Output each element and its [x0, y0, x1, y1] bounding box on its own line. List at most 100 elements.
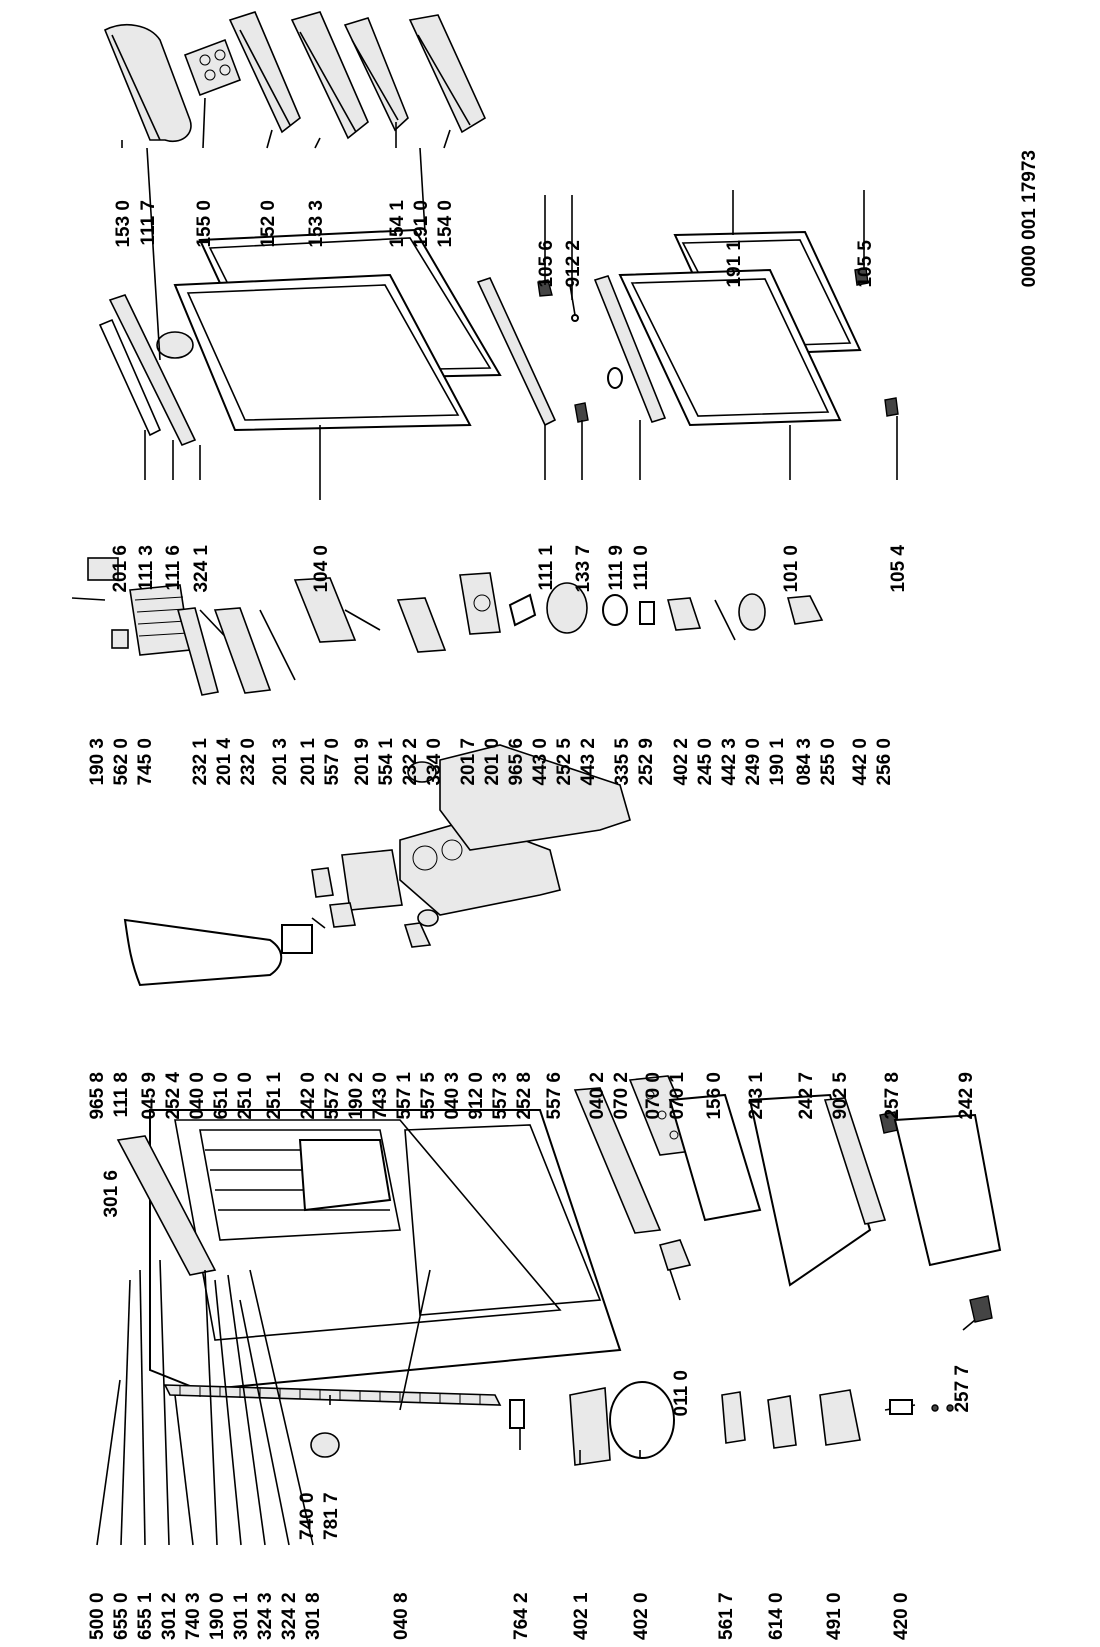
label-111-0: 111 0	[631, 545, 652, 590]
label-324-1: 324 1	[191, 545, 212, 593]
label-201-3: 201 3	[270, 738, 291, 786]
label-912-2: 912 2	[563, 240, 584, 288]
fan-cover-443-2	[546, 582, 588, 634]
door-trim-111-3	[98, 318, 162, 437]
thermostat-442-0	[786, 595, 824, 625]
label-420-0: 420 0	[891, 1592, 912, 1640]
part-764-2	[509, 1399, 525, 1429]
label-201-1: 201 1	[298, 738, 319, 786]
label-252-5: 252 5	[554, 738, 575, 786]
part-557-5	[341, 849, 403, 911]
door-shelf-152-0	[228, 11, 301, 134]
leader-lines	[121, 97, 976, 1465]
label-557-5: 557 5	[418, 1072, 439, 1120]
label-040-2: 040 2	[587, 1072, 608, 1120]
label-101-0: 101 0	[781, 545, 802, 593]
part-557-3	[403, 922, 432, 948]
label-045-9: 045 9	[139, 1072, 160, 1120]
strip-201-3	[259, 609, 296, 681]
label-190-1: 190 1	[767, 738, 788, 786]
label-334-0: 334 0	[424, 738, 445, 786]
label-111-6: 111 6	[163, 545, 184, 590]
label-655-1: 655 1	[135, 1592, 156, 1640]
label-242-9: 242 9	[956, 1072, 977, 1120]
cover-402-1	[569, 1387, 611, 1466]
label-190-0: 190 0	[207, 1592, 228, 1640]
label-335-5: 335 5	[612, 738, 633, 786]
label-191-1: 191 1	[724, 240, 745, 288]
label-201-6: 201 6	[110, 545, 131, 593]
shelf-232-1	[176, 607, 220, 696]
label-743-0: 743 0	[370, 1072, 391, 1120]
label-651-0: 651 0	[211, 1072, 232, 1120]
label-105-4: 105 4	[888, 545, 909, 593]
label-557-0: 557 0	[322, 738, 343, 786]
label-740-3: 740 3	[183, 1592, 204, 1640]
part-190-3	[71, 597, 106, 601]
label-040-0: 040 0	[187, 1072, 208, 1120]
shelf-232-0	[213, 607, 272, 694]
part-242-0	[281, 924, 313, 954]
label-301-1: 301 1	[231, 1592, 252, 1640]
label-443-0: 443 0	[530, 738, 551, 786]
label-764-2: 764 2	[511, 1592, 532, 1640]
door-strip-111-1	[476, 277, 557, 427]
relay-561-7	[721, 1391, 746, 1444]
label-252-4: 252 4	[163, 1072, 184, 1120]
drawer-242-9	[893, 1113, 1002, 1267]
roller-257-7	[969, 1295, 993, 1323]
label-232-1: 232 1	[190, 738, 211, 786]
part-335-5	[602, 594, 628, 626]
panel-201-0	[459, 572, 501, 635]
cover-491-0	[819, 1389, 861, 1446]
cover-252-5	[439, 744, 631, 851]
label-402-1: 402 1	[571, 1592, 592, 1640]
label-301-8: 301 8	[303, 1592, 324, 1640]
hinge-105-5	[854, 267, 869, 286]
screws	[931, 1404, 954, 1412]
label-252-9: 252 9	[636, 738, 657, 786]
drawing-number: 0000 001 17973	[1019, 150, 1040, 287]
label-154-1: 154 1	[387, 200, 408, 248]
label-242-7: 242 7	[796, 1072, 817, 1120]
label-040-3: 040 3	[442, 1072, 463, 1120]
label-243-1: 243 1	[746, 1072, 767, 1120]
label-070-2: 070 2	[611, 1072, 632, 1120]
label-155-0: 155 0	[194, 200, 215, 248]
label-561-7: 561 7	[716, 1592, 737, 1640]
label-153-0: 153 0	[113, 200, 134, 248]
label-084-3: 084 3	[794, 738, 815, 786]
label-245-0: 245 0	[695, 738, 716, 786]
hinge-105-4	[884, 397, 899, 417]
label-111-7: 111 7	[138, 200, 159, 245]
capacitor-420-0	[884, 1399, 916, 1415]
label-324-3: 324 3	[255, 1592, 276, 1640]
cover-111-9	[607, 367, 623, 389]
part-402-2	[639, 601, 655, 625]
label-104-0: 104 0	[311, 545, 332, 593]
cabinet	[149, 1109, 622, 1392]
part-334-0	[407, 761, 437, 783]
label-111-8: 111 8	[111, 1072, 132, 1117]
label-251-1: 251 1	[264, 1072, 285, 1120]
label-443-2: 443 2	[578, 738, 599, 786]
label-442-0: 442 0	[850, 738, 871, 786]
door-trim-111-6	[108, 294, 197, 447]
label-965-6: 965 6	[506, 738, 527, 786]
label-301-6: 301 6	[101, 1170, 122, 1218]
door-101-0	[618, 268, 842, 427]
shelf-070-0	[573, 1087, 662, 1234]
label-133-7: 133 7	[573, 545, 594, 593]
egg-tray-155-0	[183, 38, 242, 97]
label-232-0: 232 0	[238, 738, 259, 786]
badge-111-7	[156, 331, 194, 359]
label-256-0: 256 0	[874, 738, 895, 786]
label-442-3: 442 3	[719, 738, 740, 786]
label-153-3: 153 3	[306, 200, 327, 248]
label-191-0: 191 0	[411, 200, 432, 248]
condenser-740-0	[163, 1384, 502, 1406]
label-190-2: 190 2	[346, 1072, 367, 1120]
air-duct-745-1	[123, 918, 283, 987]
